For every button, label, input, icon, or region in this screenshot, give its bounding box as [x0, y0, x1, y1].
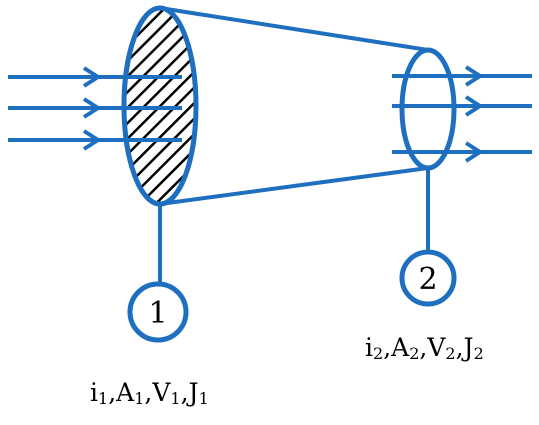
incoming-arrow-bottom	[8, 129, 182, 151]
section-2-marker-label: 2	[418, 262, 437, 297]
section-2-caption: i2,A2,V2,J2	[365, 333, 484, 363]
incoming-current-arrows	[8, 66, 182, 151]
incoming-arrow-middle	[8, 97, 182, 119]
outgoing-arrow-middle	[392, 95, 532, 117]
outgoing-arrow-top	[392, 65, 532, 87]
section-1-marker: 1	[127, 204, 189, 343]
section-1-marker-label: 1	[148, 296, 167, 331]
section-1-caption: i1,A1,V1,J1	[90, 378, 209, 408]
tube-bottom-edge	[159, 166, 429, 206]
section-2-marker: 2	[399, 168, 457, 307]
incoming-arrow-top	[8, 66, 182, 88]
outgoing-current-arrows	[392, 65, 532, 163]
outgoing-arrow-bottom	[392, 141, 532, 163]
tube-top-edge	[159, 6, 429, 52]
